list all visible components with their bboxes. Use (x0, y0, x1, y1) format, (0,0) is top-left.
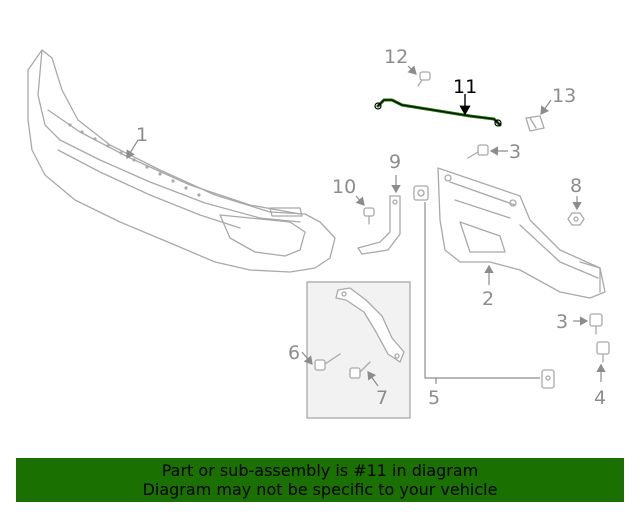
part-8-nut (567, 212, 585, 226)
callout-4: 4 (594, 387, 606, 409)
part-4-bolt (596, 341, 610, 363)
callout-13: 13 (552, 85, 576, 107)
part-6-bolt (314, 353, 341, 371)
info-banner: Part or sub-assembly is #11 in diagram D… (16, 458, 624, 502)
callout-3-lower: 3 (556, 311, 568, 333)
callout-7: 7 (376, 387, 388, 409)
part-11-tow-cable (374, 98, 502, 127)
callout-1: 1 (136, 124, 148, 146)
callout-8: 8 (570, 175, 582, 197)
callout-11: 11 (453, 76, 477, 98)
part-9-bracket (357, 195, 401, 255)
part-12-bolt (417, 71, 431, 87)
callout-10: 10 (332, 176, 356, 198)
banner-line-2: Diagram may not be specific to your vehi… (142, 480, 498, 499)
part-13-clip (525, 115, 545, 132)
bumper-part (27, 49, 336, 273)
callout-3-upper: 3 (509, 141, 521, 163)
callout-2: 2 (482, 288, 494, 310)
banner-line-1: Part or sub-assembly is #11 in diagram (161, 461, 479, 480)
callout-12: 12 (384, 46, 408, 68)
part-2-bracket (437, 167, 606, 299)
callout-5: 5 (428, 387, 440, 409)
part-3-bolt-lower (589, 313, 603, 335)
callout-6: 6 (288, 342, 300, 364)
callout-9: 9 (389, 151, 401, 173)
part-3-bolt-upper (467, 144, 489, 159)
part-10-bolt (363, 207, 375, 225)
part-5-clip (413, 185, 555, 389)
part-7-bolt (349, 361, 371, 379)
part-inset-bracket (335, 287, 405, 363)
